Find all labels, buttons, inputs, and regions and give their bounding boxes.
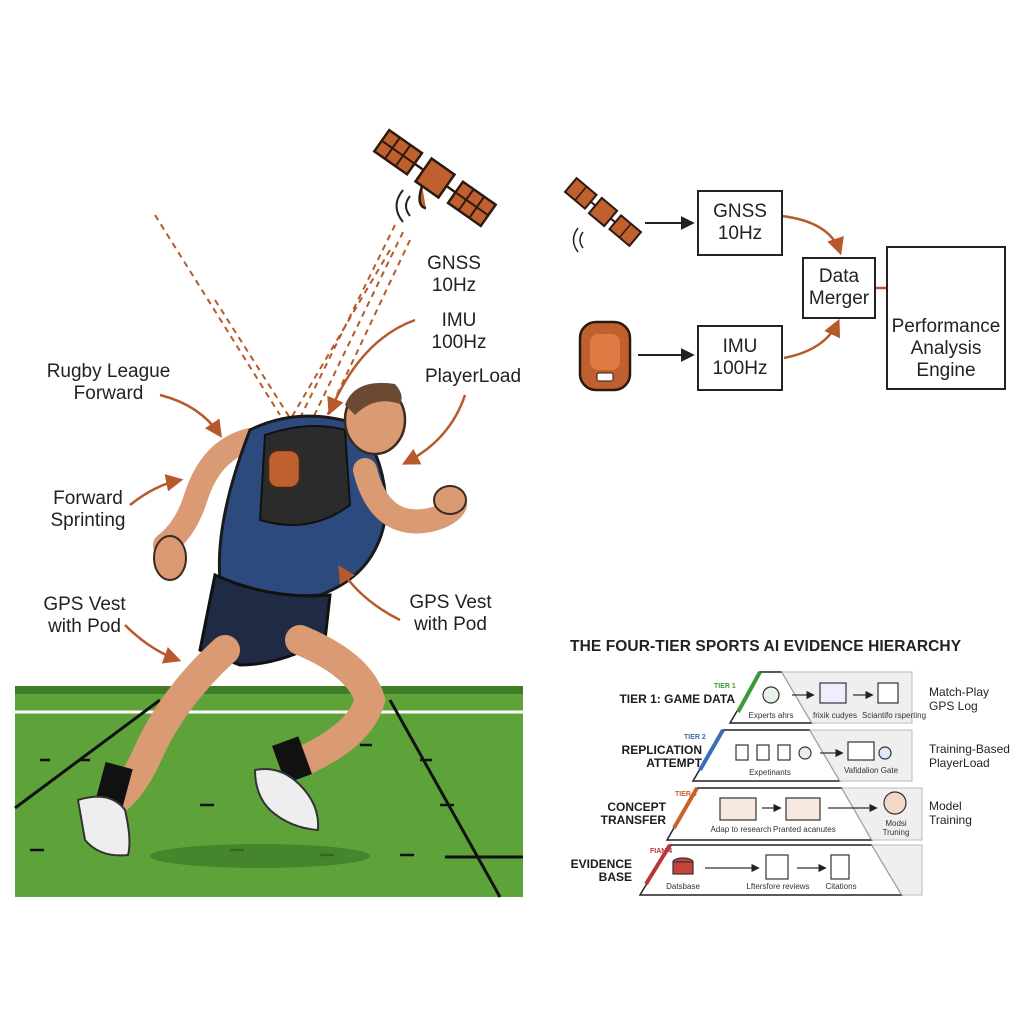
label-gps-vest-left: GPS Vest with Pod <box>32 594 137 638</box>
label-vest-left-line2: with Pod <box>48 616 121 637</box>
tier4-item-2: Lftersfore reviews <box>746 882 810 891</box>
tier2-label: REPLICATION ATTEMPT <box>600 744 702 770</box>
label-vest-right-line2: with Pod <box>414 614 487 635</box>
tier2-label-line2: ATTEMPT <box>646 756 702 770</box>
tier4-item-1: Datsbase <box>666 882 700 891</box>
label-imu-line1: IMU <box>441 310 477 331</box>
tier4-item-3: Citations <box>825 882 857 891</box>
engine-line1: Performance <box>891 316 1001 337</box>
label-rugby-line2: Forward <box>73 383 144 404</box>
gnss-box-line2: 10Hz <box>717 223 763 244</box>
data-merger-box: Data Merger <box>802 257 876 319</box>
label-gps-vest-right: GPS Vest with Pod <box>398 592 503 636</box>
tier4-label-line1: EVIDENCE <box>570 857 632 871</box>
gnss-box-line1: GNSS <box>713 201 767 222</box>
label-playerload: PlayerLoad <box>418 366 528 388</box>
tier1-right-line1: Match-Play <box>929 685 990 699</box>
tier3-right-line2: Training <box>929 813 972 827</box>
flow-signal-icon <box>572 227 584 253</box>
imu-box: IMU 100Hz <box>697 325 783 391</box>
gnss-box: GNSS 10Hz <box>697 190 783 256</box>
annotation-arrows <box>124 318 467 664</box>
tier2-item-2: Vafidalion Gate <box>843 766 899 775</box>
pyramid-arrows <box>705 690 878 873</box>
merger-line2: Merger <box>808 288 870 309</box>
flow-satellite-icon <box>563 176 643 248</box>
tier1-item-2: frixik cudyes <box>812 711 857 720</box>
performance-engine-box: Performance Analysis Engine <box>886 246 1006 390</box>
label-sprint-line1: Forward <box>53 488 123 509</box>
tier2-item-1: Expetinants <box>749 768 791 777</box>
tier1-label: TIER 1: GAME DATA <box>595 693 735 706</box>
label-gnss-line2: 10Hz <box>431 275 477 296</box>
engine-line3: Engine <box>916 360 976 381</box>
tier1-label-text: TIER 1: GAME DATA <box>619 692 735 706</box>
tier2-label-line1: REPLICATION <box>621 743 702 757</box>
tier3-label-line2: TRANSFER <box>600 813 666 827</box>
runner-figure <box>76 382 467 857</box>
tier3-small: TIER 3 <box>675 791 697 798</box>
tier3-item-3-line2: Truning <box>882 828 910 837</box>
merger-line1: Data <box>818 266 860 287</box>
label-imu-line2: 100Hz <box>431 332 487 353</box>
tier1-item-1: Experts ahrs <box>748 711 794 720</box>
tier3-right-label: Model Training <box>929 799 972 827</box>
imu-box-line2: 100Hz <box>712 358 768 379</box>
tier3-item-3: Modsi Truning <box>878 819 914 837</box>
tier3-item-1: Adap to research <box>710 825 772 834</box>
label-sprint-line2: Sprinting <box>50 510 126 531</box>
tier3-label: CONCEPT TRANSFER <box>580 801 666 827</box>
tier4-label-line2: BASE <box>598 870 632 884</box>
label-forward-sprinting: Forward Sprinting <box>38 488 138 532</box>
label-vest-left-line1: GPS Vest <box>43 594 126 615</box>
tier3-item-2: Pranted acanutes <box>773 825 836 834</box>
tier1-item-3: Sciantifo rsperting <box>862 711 927 720</box>
tier2-right-line1: Training-Based <box>929 742 1010 756</box>
signal-waves-icon <box>395 189 411 223</box>
label-gnss: GNSS 10Hz <box>418 253 490 297</box>
label-imu: IMU 100Hz <box>418 310 500 354</box>
tier1-right-line2: GPS Log <box>929 699 978 713</box>
tier4-label: EVIDENCE BASE <box>560 858 632 884</box>
tier2-small: TIER 2 <box>684 734 706 741</box>
hierarchy-title: THE FOUR-TIER SPORTS AI EVIDENCE HIERARC… <box>570 638 962 655</box>
label-rugby-line1: Rugby League <box>46 361 171 382</box>
tier2-right-label: Training-Based PlayerLoad <box>929 742 1010 770</box>
tier3-label-line1: CONCEPT <box>607 800 666 814</box>
engine-line2: Analysis <box>910 338 982 359</box>
label-vest-right-line1: GPS Vest <box>409 592 492 613</box>
tier3-item-3-line1: Modsi <box>885 819 907 828</box>
satellite-icon <box>372 128 498 228</box>
tier3-right-line1: Model <box>929 799 962 813</box>
imu-box-line1: IMU <box>722 336 758 357</box>
tier2-right-line2: PlayerLoad <box>929 756 990 770</box>
tier1-right-label: Match-Play GPS Log <box>929 685 989 713</box>
pyramid-icons <box>672 682 907 880</box>
tier4-small: FIAN 4 <box>650 848 673 855</box>
label-rugby-league-forward: Rugby League Forward <box>36 361 181 405</box>
imu-pod-icon <box>578 320 632 392</box>
label-playerload-text: PlayerLoad <box>424 366 522 387</box>
label-gnss-line1: GNSS <box>427 253 481 274</box>
tier1-small: TIER 1 <box>714 683 736 690</box>
